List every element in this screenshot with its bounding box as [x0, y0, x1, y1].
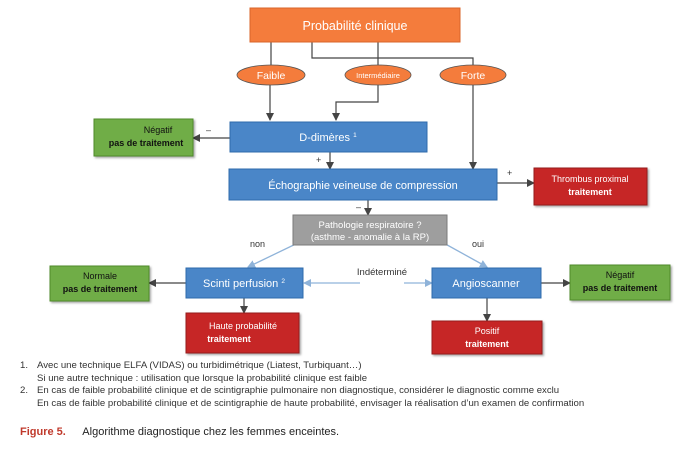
- footnotes: 1. Avec une technique ELFA (VIDAS) ou tu…: [20, 360, 690, 410]
- negatif-box-2: [569, 264, 671, 301]
- sign-plus-echographie: +: [507, 168, 512, 178]
- negatif-box-1: [93, 118, 194, 157]
- scinti-note: 2: [281, 278, 285, 285]
- normale-line1: Normale: [83, 271, 117, 281]
- label-oui: oui: [472, 239, 484, 249]
- arrow-intermediaire-ddimeres: [332, 84, 379, 121]
- connector-top-right: [311, 42, 474, 66]
- sign-plus-ddimeres: +: [316, 155, 321, 165]
- thrombus-line1: Thrombus proximal: [551, 174, 628, 184]
- haute-line1: Haute probabilité: [209, 321, 277, 331]
- haute-probabilite-box: [185, 312, 300, 354]
- scinti-box: [185, 267, 304, 299]
- footnote-1-line1: Avec une technique ELFA (VIDAS) ou turbi…: [37, 360, 362, 371]
- label-indetermine: Indéterminé: [357, 267, 407, 278]
- clinical-probability-box: [249, 7, 461, 43]
- forte-oval: [439, 64, 507, 86]
- angioscanner-label: Angioscanner: [452, 278, 520, 290]
- angioscanner-box: [431, 267, 542, 299]
- normale-line2: pas de traitement: [63, 284, 138, 294]
- pathologie-line2: (asthme - anomalie à la RP): [311, 232, 429, 243]
- footnote-1: 1. Avec une technique ELFA (VIDAS) ou tu…: [20, 360, 690, 373]
- forte-label: Forte: [461, 70, 486, 82]
- positif-box: [431, 320, 543, 355]
- sign-minus-echographie: –: [356, 202, 361, 212]
- footnote-2-line2: En cas de faible probabilité clinique et…: [37, 397, 585, 409]
- clinical-probability-label: Probabilité clinique: [303, 19, 408, 33]
- footnote-2: 2. En cas de faible probabilité clinique…: [20, 385, 690, 398]
- figure-label: Figure 5.: [20, 426, 66, 438]
- sign-minus-ddimeres: –: [206, 125, 211, 135]
- intermediaire-oval: [344, 64, 412, 86]
- d-dimeres-note: 1: [353, 132, 357, 139]
- label-non: non: [250, 239, 265, 249]
- faible-oval: [236, 64, 306, 86]
- footnote-1-line2: Si une autre technique : utilisation que…: [37, 372, 368, 384]
- negatif-1-line1: Négatif: [144, 125, 173, 135]
- figure-caption: Figure 5. Algorithme diagnostique chez l…: [20, 426, 339, 438]
- arrow-pathologie-angioscanner: [439, 240, 488, 268]
- footnote-2-number: 2.: [20, 385, 29, 397]
- diagnostic-flowchart: – + + – non oui Indéterminé Probabilité …: [49, 7, 671, 355]
- echographie-box: [228, 168, 498, 201]
- footnote-1-number: 1.: [20, 360, 29, 371]
- positif-line2: traitement: [465, 339, 509, 349]
- d-dimeres-box: [229, 121, 428, 153]
- pathologie-line1: Pathologie respiratoire ?: [319, 220, 422, 231]
- negatif-2-line2: pas de traitement: [583, 283, 658, 293]
- d-dimeres-label: D-dimères: [299, 132, 350, 144]
- negatif-2-line1: Négatif: [606, 270, 635, 280]
- thrombus-box: [533, 167, 648, 206]
- figure-title: Algorithme diagnostique chez les femmes …: [82, 426, 340, 438]
- svg-text:Scinti perfusion 2: Scinti perfusion 2: [203, 278, 285, 290]
- faible-label: Faible: [257, 70, 286, 82]
- footnote-2-line1: En cas de faible probabilité clinique et…: [37, 385, 560, 397]
- svg-text:D-dimères 1: D-dimères 1: [299, 132, 357, 144]
- intermediaire-label: Intermédiaire: [356, 71, 400, 80]
- echographie-label: Échographie veineuse de compression: [268, 179, 458, 192]
- negatif-1-line2: pas de traitement: [109, 138, 184, 148]
- connectors: [148, 42, 571, 322]
- pathologie-box: [292, 214, 448, 246]
- normale-box: [49, 265, 150, 302]
- haute-line2: traitement: [207, 334, 251, 344]
- thrombus-line2: traitement: [568, 187, 612, 197]
- scinti-label: Scinti perfusion: [203, 278, 278, 290]
- positif-line1: Positif: [475, 326, 500, 336]
